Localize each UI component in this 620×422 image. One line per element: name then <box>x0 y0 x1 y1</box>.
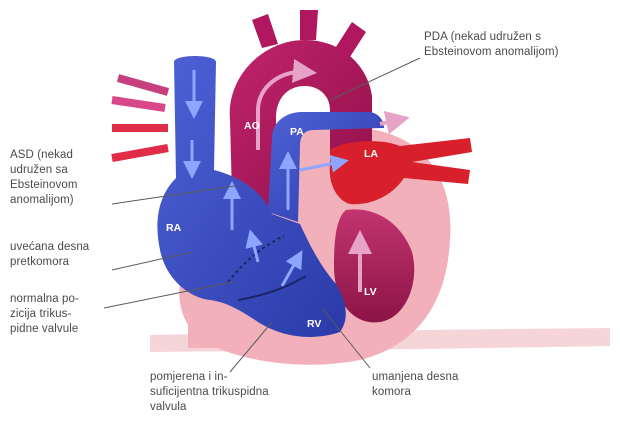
callout-ra-enlarged: uvećana desna pretkomora <box>10 240 89 270</box>
label-la: LA <box>364 148 378 160</box>
inflow-arrows <box>112 78 168 158</box>
label-ao: AO <box>244 120 260 132</box>
label-ra: RA <box>166 222 181 234</box>
callout-asd: ASD (nekad udružen sa Ebsteinovom anomal… <box>10 148 78 208</box>
label-lv: LV <box>364 286 377 298</box>
callout-normal-tricuspid: normalna po- zicija trikus- pidne valvul… <box>10 292 79 337</box>
label-rv: RV <box>307 318 321 330</box>
inferior-vena-cava <box>188 318 228 348</box>
callout-small-rv: umanjena desna komora <box>372 370 458 400</box>
callout-displaced-tricuspid: pomjerena i in- suficijentna trikuspidna… <box>150 370 269 415</box>
label-pa: PA <box>290 126 304 138</box>
callout-pda: PDA (nekad udružen s Ebsteinovom anomali… <box>424 30 559 60</box>
